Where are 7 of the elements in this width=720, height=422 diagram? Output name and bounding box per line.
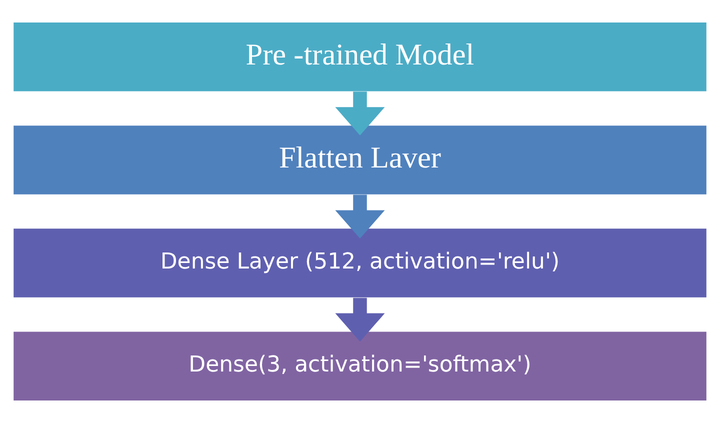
node-box: Dense Layer (512, activation='relu') [14,228,706,297]
node-box: Dense(3, activation='softmax') [14,331,706,400]
node-box: Pre -trained Model [14,22,706,91]
arrow [335,194,385,238]
arrow [335,297,385,342]
node-box: Flatten Laver [14,125,706,194]
arrow [335,91,385,135]
